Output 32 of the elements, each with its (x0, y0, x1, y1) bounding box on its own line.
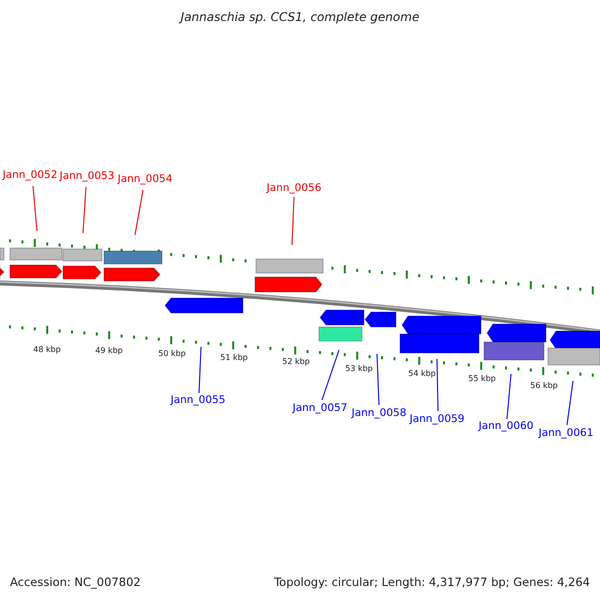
gene-label: Jann_0052 (2, 169, 58, 181)
leader-line (506, 374, 512, 420)
genome-info-text: Topology: circular; Length: 4,317,977 bp; Genes: 4,264 (274, 575, 590, 589)
scale-label: 54 kbp (408, 369, 436, 378)
scale-label: 56 kbp (530, 381, 558, 390)
title: Jannaschia sp. CCS1, complete genome (180, 10, 420, 24)
gene-label: Jann_0057 (292, 402, 348, 414)
leader-line (436, 358, 438, 412)
scale-label: 48 kbp (33, 345, 61, 354)
gene-label: Jann_0061 (538, 427, 594, 439)
scale-label: 50 kbp (158, 349, 186, 358)
scale-label: 53 kbp (345, 364, 373, 373)
gene-label: Jann_0060 (478, 420, 534, 432)
accession-text: Accession: NC_007802 (10, 575, 141, 589)
scale-label: 49 kbp (95, 346, 123, 355)
scale-label: 55 kbp (468, 374, 496, 383)
leader-line (82, 186, 86, 234)
gene-label: Jann_0056 (266, 182, 322, 194)
scale-label: 52 kbp (282, 357, 310, 366)
scale-label: 51 kbp (220, 353, 248, 362)
leader-line (32, 186, 38, 232)
leader-line (134, 190, 144, 236)
gene-label: Jann_0058 (352, 407, 406, 419)
gene-label: Jann_0055 (170, 394, 226, 406)
leader-line (198, 346, 202, 394)
leader-line (322, 350, 340, 400)
leader-line (292, 196, 294, 246)
leader-line (376, 354, 380, 406)
gene-label: Jann_0059 (410, 413, 464, 425)
gene-label: Jann_0054 (118, 173, 172, 185)
leader-line (566, 380, 574, 426)
gene-label: Jann_0053 (60, 170, 114, 182)
